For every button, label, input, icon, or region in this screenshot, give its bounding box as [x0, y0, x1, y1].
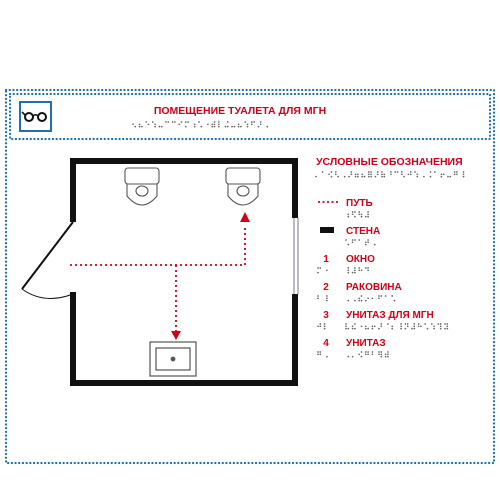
window: [293, 218, 299, 294]
toilet-icon: [124, 167, 160, 206]
braille-legend-number: [317, 295, 328, 302]
legend-item-label: УНИТАЗ ДЛЯ МГН: [346, 310, 434, 321]
braille-legend-item: [345, 239, 376, 246]
legend-item-number: 2: [323, 282, 329, 293]
legend-item-label: УНИТАЗ: [346, 338, 386, 349]
braille-legend-item: [347, 267, 369, 274]
accessible-toilet-icon: [225, 167, 261, 206]
legend-item-label: ПУТЬ: [346, 198, 373, 209]
low-vision-glasses-icon: [19, 101, 52, 132]
braille-legend-item: [345, 323, 449, 330]
header-frame: [8, 92, 492, 141]
legend-item-label: СТЕНА: [346, 226, 380, 237]
sink-icon: [149, 341, 197, 377]
door: [21, 221, 74, 299]
outer-frame: [4, 88, 496, 465]
legend-item-label: ОКНО: [346, 254, 375, 265]
route-arrow-up: [240, 212, 250, 222]
legend-item-number: 3: [323, 310, 329, 321]
legend: УСЛОВНЫЕ ОБОЗНАЧЕНИЯ ПУТЬ СТЕНА 1 ОКНО 2…: [315, 156, 465, 358]
braille-legend-number: [317, 351, 328, 358]
braille-legend-item: [347, 351, 389, 358]
legend-item-number: 1: [323, 254, 329, 265]
legend-title: УСЛОВНЫЕ ОБОЗНАЧЕНИЯ: [316, 156, 463, 168]
braille-legend-number: [317, 323, 326, 330]
sign-title: ПОМЕЩЕНИЕ ТУАЛЕТА ДЛЯ МГН: [154, 105, 326, 117]
legend-wall-symbol: [320, 227, 334, 233]
braille-legend-title: [315, 171, 465, 178]
room-walls: [70, 158, 298, 386]
braille-title: [132, 121, 269, 128]
braille-legend-item: [347, 295, 396, 302]
route-arrow-down: [171, 331, 181, 340]
legend-item-label: РАКОВИНА: [346, 282, 402, 293]
legend-item-number: 4: [323, 338, 329, 349]
route-path: [70, 212, 250, 340]
braille-legend-item: [347, 211, 369, 218]
braille-legend-number: [317, 267, 328, 274]
